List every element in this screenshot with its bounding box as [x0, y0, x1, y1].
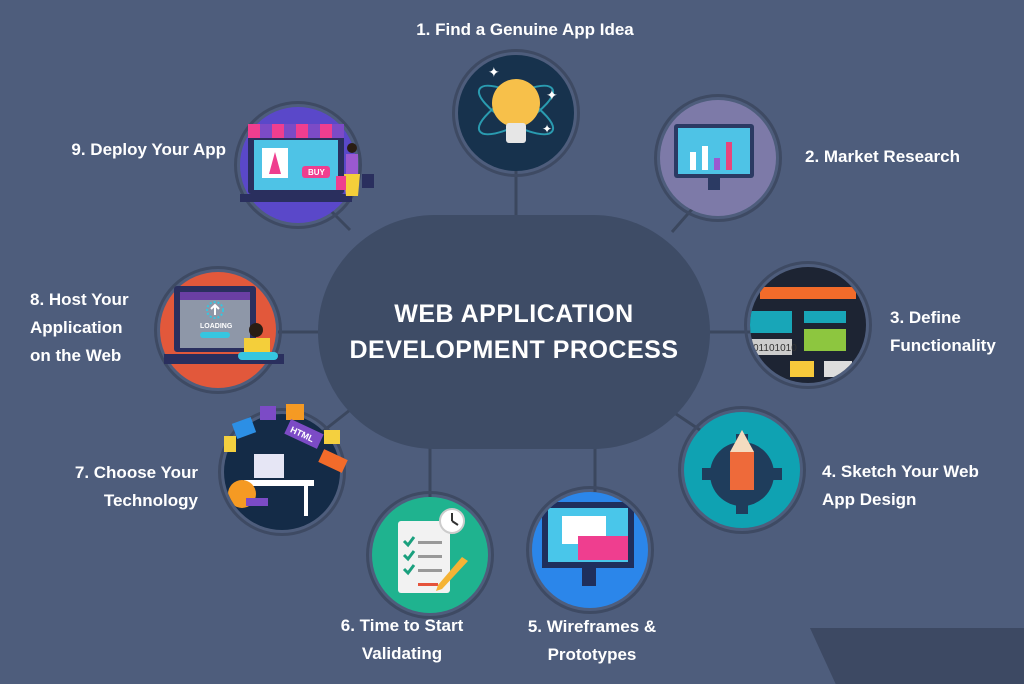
step-8-ring — [154, 266, 282, 394]
tech-tags-icon: HTML — [224, 404, 348, 473]
step-7-ring — [218, 408, 346, 536]
step-1-ring — [452, 49, 580, 177]
step-1-label: 1. Find a Genuine App Idea — [416, 20, 634, 39]
step-6-ring — [366, 491, 494, 619]
step-7-label: 7. Choose Your Technology — [74, 463, 198, 510]
buy-text: BUY — [308, 168, 326, 177]
lightbulb-icon: ✦ ✦ ✦ — [477, 64, 558, 143]
binary-text: 01101010 — [753, 343, 797, 354]
step-6-circle — [372, 497, 488, 613]
step-5-label: 5. Wireframes & Prototypes — [527, 617, 657, 664]
wireframe-monitor-icon — [542, 502, 634, 586]
step-2-ring — [654, 94, 782, 222]
step-6-label: 6. Time to Start Validating — [340, 616, 464, 663]
step-4-circle — [684, 412, 800, 528]
step-4-label: 4. Sketch Your Web App Design — [822, 462, 979, 509]
corner-decoration — [810, 628, 1024, 684]
diagram-title: WEB APPLICATION DEVELOPMENT PROCESS — [349, 300, 679, 364]
step-8-label: 8. Host Your Application on the Web — [30, 290, 129, 365]
loading-text: LOADING — [200, 323, 233, 330]
developer-desk-icon — [228, 454, 314, 516]
step-2-circle — [660, 100, 776, 216]
step-3-circle: 01101010 — [750, 267, 866, 383]
step-5-ring — [526, 486, 654, 614]
pencil-gear-icon — [702, 430, 782, 514]
online-store-icon: BUY — [240, 124, 374, 202]
center-title-pill: WEB APPLICATION DEVELOPMENT PROCESS — [318, 215, 710, 449]
step-3-ring — [744, 261, 872, 389]
step-1-circle: ✦ ✦ ✦ — [458, 55, 574, 171]
laptop-upload-icon: LOADING — [164, 286, 284, 364]
presentation-chart-icon — [674, 124, 754, 190]
step-3-label: 3. Define Functionality — [890, 308, 996, 355]
step-5-circle — [532, 492, 648, 608]
svg-text:✦: ✦ — [546, 87, 558, 103]
step-4-ring — [678, 406, 806, 534]
svg-text:✦: ✦ — [488, 64, 500, 80]
checklist-clock-icon — [398, 508, 468, 593]
step-9-label: 9. Deploy Your App — [71, 140, 226, 159]
flowchart-icon: 01101010 — [750, 287, 856, 377]
svg-text:✦: ✦ — [542, 122, 552, 136]
step-9-ring — [234, 101, 362, 229]
step-2-label: 2. Market Research — [805, 147, 960, 166]
